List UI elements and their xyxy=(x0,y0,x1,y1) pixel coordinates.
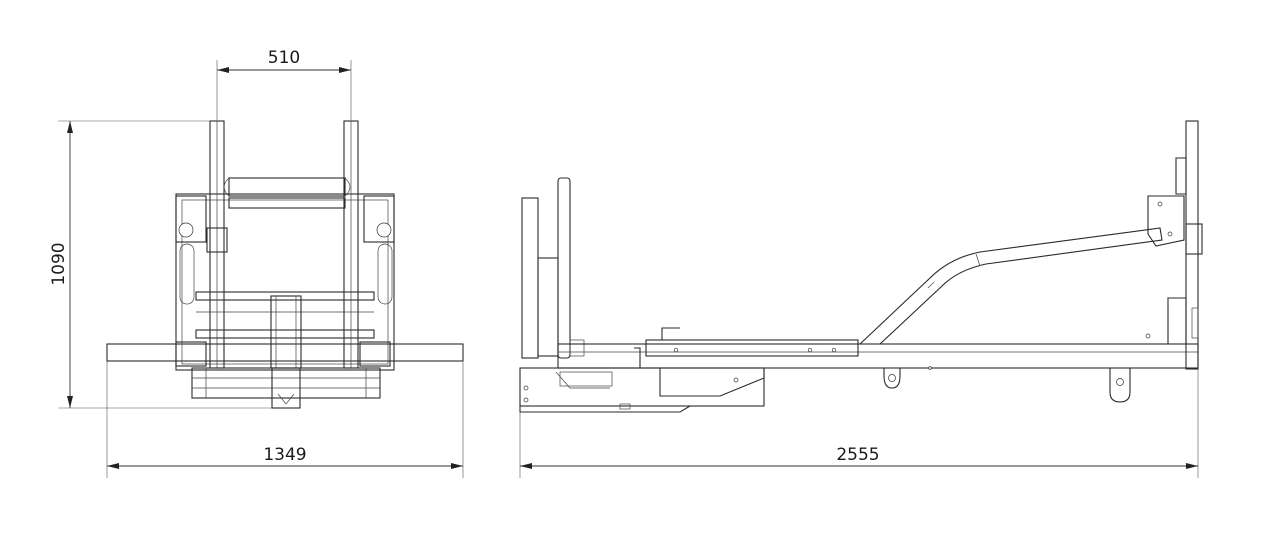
dim-label-510: 510 xyxy=(268,48,300,68)
front-center-column xyxy=(270,295,302,369)
side-lug-1 xyxy=(883,368,901,389)
dim-label-1090: 1090 xyxy=(49,242,69,285)
dimension-1349: 1349 xyxy=(106,361,464,478)
front-view xyxy=(106,120,464,409)
side-rear-upright xyxy=(521,197,539,359)
dim-label-2555: 2555 xyxy=(836,445,879,465)
side-view xyxy=(519,120,1203,413)
dimension-2555: 2555 xyxy=(519,369,1199,478)
side-arm xyxy=(858,227,1163,345)
front-crossbar xyxy=(106,343,464,362)
dimension-510: 510 xyxy=(216,48,352,121)
side-lug-2 xyxy=(1109,368,1131,403)
dim-label-1349: 1349 xyxy=(263,445,306,465)
dimension-1090: 1090 xyxy=(49,120,272,409)
front-frame xyxy=(175,193,395,371)
front-base xyxy=(191,367,381,399)
side-chassis-lower xyxy=(519,367,765,407)
